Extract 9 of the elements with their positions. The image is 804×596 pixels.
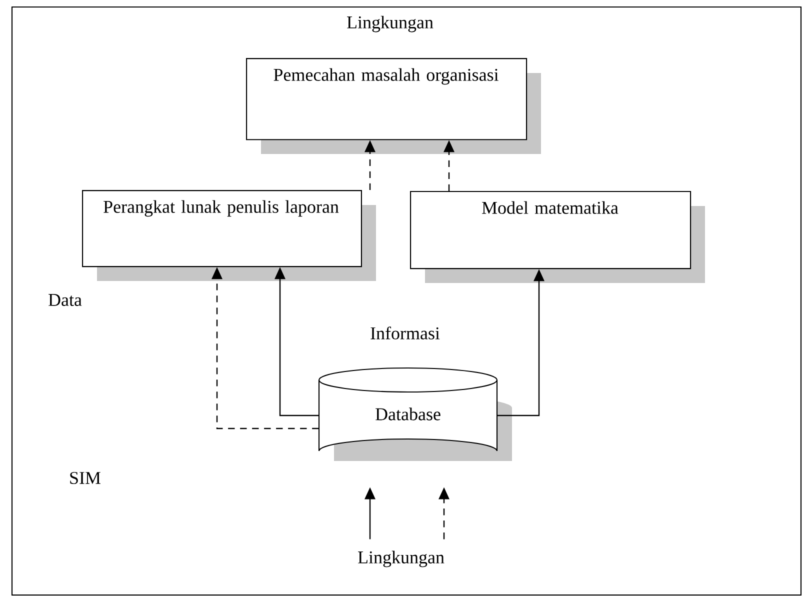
label-text: Data xyxy=(48,294,82,306)
database-cylinder: Database xyxy=(318,367,512,461)
process-box: Model matematika xyxy=(410,191,705,283)
process-box: Pemecahan masalah organisasi xyxy=(246,58,541,154)
node-text: Lingkungan xyxy=(358,550,444,568)
label-text: Informasi xyxy=(370,326,440,340)
label-text: Lingkungan xyxy=(347,16,434,32)
label-text: SIM xyxy=(70,472,100,484)
process-box: Perangkat lunak penulis laporan xyxy=(82,190,376,281)
